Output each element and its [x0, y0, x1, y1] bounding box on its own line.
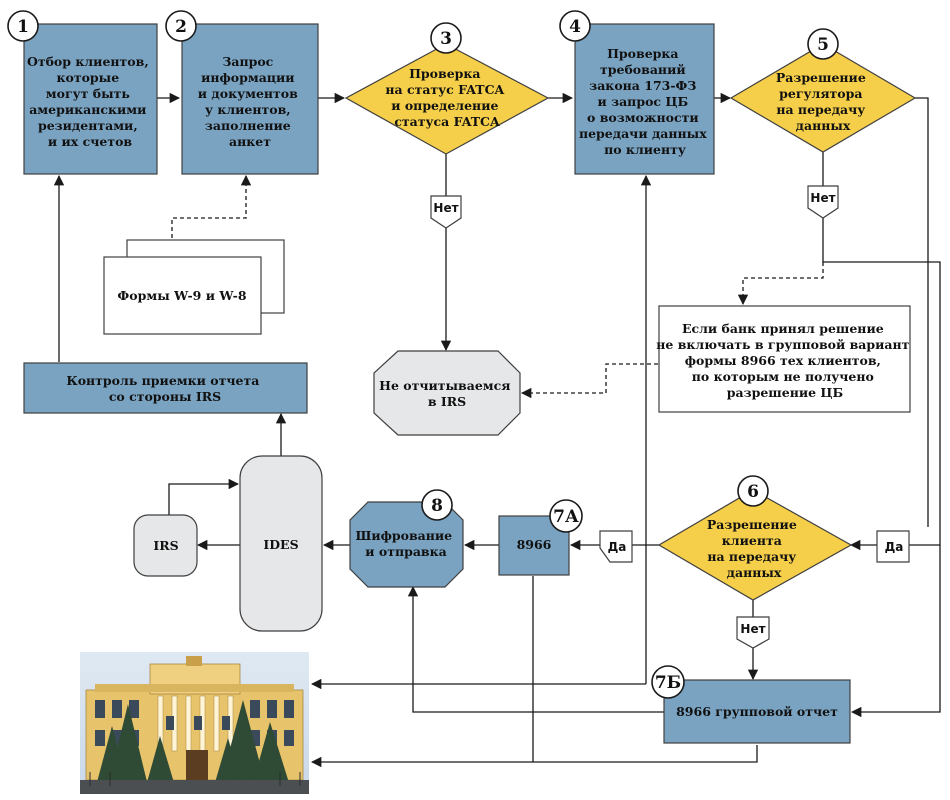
arrow-note-to-not-reporting — [520, 363, 658, 399]
step-text: 8966 — [517, 537, 552, 552]
process-box — [23, 362, 308, 414]
step-text: Отбор клиентов, которые могут быть амери… — [27, 54, 153, 149]
step-number: 7Б — [655, 673, 681, 693]
yes-tag — [876, 530, 910, 563]
terminal-octagon — [373, 350, 521, 436]
note-text: Если банк принял решение не включать в г… — [656, 321, 914, 400]
roof-flag — [186, 656, 202, 666]
arrow-to-building-bottom — [310, 745, 758, 768]
step-number-badge — [737, 475, 769, 507]
arrow-5-to-note — [737, 262, 824, 306]
step-number-badge — [549, 499, 583, 533]
control-text: Контроль приемки отчета со стороны IRS — [66, 373, 263, 404]
central-bank-building-photo — [80, 652, 309, 794]
step-number-badge — [430, 22, 462, 54]
step-text: Запрос информации и документов у клиенто… — [198, 54, 302, 149]
connectors — [53, 92, 941, 768]
arrow-forms-to-2 — [171, 174, 252, 238]
ides-label: IDES — [263, 537, 298, 552]
step-text: Шифрование и отправка — [356, 528, 457, 559]
decision-diamond — [344, 43, 550, 155]
step-number-badge — [165, 10, 197, 42]
step-7b-group-report: 8966 групповой отчет 7Б — [651, 665, 851, 744]
irs-box — [133, 514, 198, 577]
no-label: Нет — [810, 191, 835, 205]
no-tag — [430, 195, 462, 229]
tag-yes-step-6: Да — [599, 530, 633, 563]
step-text: Проверка на статус FATCA и определение с… — [385, 66, 508, 129]
step-number: 2 — [175, 17, 187, 37]
line-5-yes — [915, 97, 929, 527]
step-text: Разрешение регулятора на передачу данных — [776, 70, 870, 133]
line-5-no-to-7b — [822, 218, 941, 546]
step-number: 5 — [817, 35, 829, 55]
ides-box — [239, 455, 323, 632]
ides-node: IDES — [239, 455, 323, 632]
irs-node: IRS — [133, 514, 198, 577]
document-front — [103, 256, 262, 335]
step-text: Проверка требований закона 173-ФЗ и запр… — [579, 46, 711, 157]
step-number-badge — [559, 10, 591, 42]
windows — [95, 700, 294, 746]
tag-no-step-6: Нет — [736, 616, 770, 649]
yes-label: Да — [885, 540, 904, 554]
decision-diamond — [657, 489, 853, 601]
process-box — [663, 679, 851, 744]
step-number: 6 — [747, 482, 759, 502]
no-tag — [807, 185, 839, 219]
tag-yes-step-5: Да — [876, 530, 910, 563]
irs-label: IRS — [153, 538, 178, 553]
process-box — [574, 23, 715, 175]
arrow-to-7b — [850, 545, 941, 718]
step-number: 1 — [17, 17, 29, 37]
step-text: 8966 групповой отчет — [676, 704, 838, 719]
cornice — [95, 684, 294, 692]
no-label: Нет — [433, 201, 458, 215]
yes-label: Да — [608, 540, 627, 554]
step-number: 3 — [440, 29, 452, 49]
arrow-7b-to-8 — [407, 585, 664, 713]
tag-no-step-3: Нет — [430, 195, 462, 229]
step-number: 7А — [553, 507, 579, 527]
step-5-regulator-permission: Разрешение регулятора на передачу данных… — [729, 28, 917, 153]
step-1-client-selection: Отбор клиентов, которые могут быть амери… — [7, 10, 158, 175]
yes-tag — [599, 530, 633, 563]
arrow-irs-to-ides — [168, 478, 240, 515]
step-number-badge — [651, 665, 685, 699]
terminal-text: Не отчитываемся в IRS — [379, 378, 515, 409]
process-box — [181, 23, 319, 175]
step-number: 8 — [431, 496, 443, 516]
note-box — [658, 305, 911, 413]
step-text: Разрешение клиента на передачу данных — [707, 517, 801, 580]
process-box — [23, 23, 158, 175]
step-number: 4 — [569, 17, 581, 37]
tag-no-step-5: Нет — [807, 185, 839, 219]
no-label: Нет — [740, 622, 765, 636]
forms-w9-w8: Формы W-9 и W-8 — [103, 239, 285, 335]
fence — [80, 780, 309, 794]
not-reporting-to-irs: Не отчитываемся в IRS — [373, 350, 521, 436]
forms-label: Формы W-9 и W-8 — [117, 288, 246, 303]
step-6-client-permission: Разрешение клиента на передачу данных 6 — [657, 475, 853, 601]
step-2-request-info: Запрос информации и документов у клиенто… — [165, 10, 319, 175]
decision-diamond — [729, 43, 917, 153]
step-4-law-check: Проверка требований закона 173-ФЗ и запр… — [559, 10, 715, 175]
entrance-door — [186, 750, 208, 780]
step-number-badge — [807, 28, 839, 60]
step-3-fatca-check: Проверка на статус FATCA и определение с… — [344, 22, 550, 155]
bank-decision-note: Если банк принял решение не включать в г… — [656, 305, 914, 413]
step-number-badge — [421, 489, 453, 521]
step-7a-form-8966: 8966 7А — [498, 499, 583, 576]
fence-bars — [89, 772, 301, 786]
step-8-encrypt-send: Шифрование и отправка 8 — [349, 489, 464, 588]
step-number-badge — [7, 10, 39, 42]
no-tag — [736, 616, 770, 649]
irs-acceptance-control: Контроль приемки отчета со стороны IRS — [23, 362, 308, 414]
fir-trees — [96, 700, 290, 786]
